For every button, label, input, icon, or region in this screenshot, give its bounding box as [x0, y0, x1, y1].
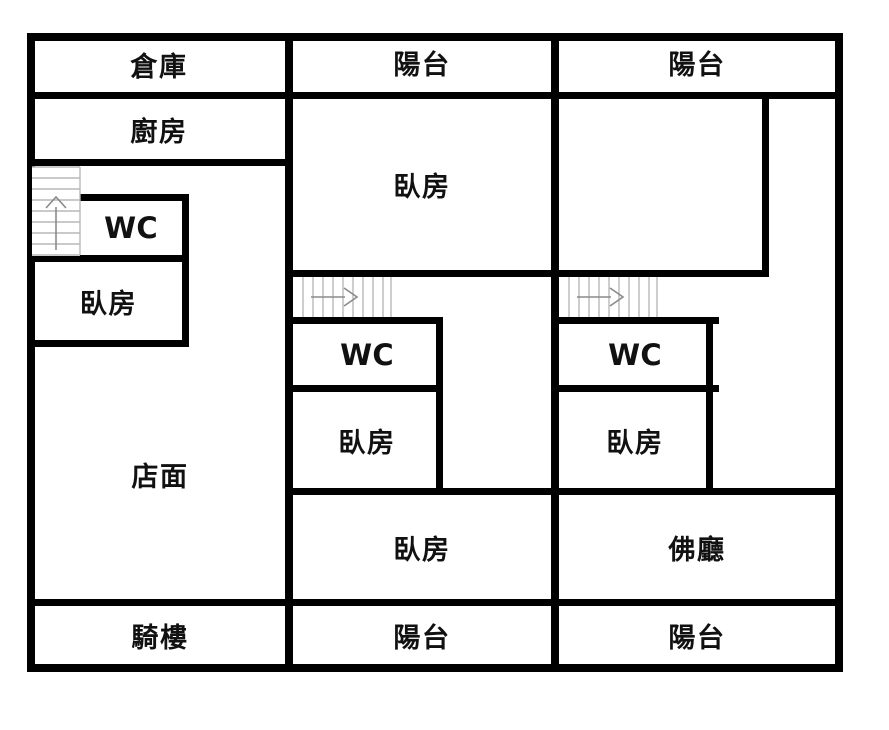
wall-mid-block-right [436, 317, 443, 492]
stair-right [559, 277, 658, 317]
wall-outer-right [835, 33, 843, 672]
wall-room-right-top-bottom [557, 270, 769, 277]
wall-balcony-room-right [557, 92, 843, 99]
stair-middle [293, 277, 392, 317]
middle-bay-walls [291, 92, 557, 606]
wall-balcony-bedroom-mid [291, 92, 557, 99]
wall-wc-bedroom-mid [291, 385, 443, 392]
wall-storefront-arcade [27, 599, 291, 606]
stair-right-right-arrow-icon [577, 287, 625, 307]
wall-wc-left-top [73, 194, 189, 201]
wall-stair-wc-mid [291, 317, 443, 324]
stair-left [32, 166, 81, 256]
wall-right-block-right [706, 317, 713, 492]
wall-bedroom-mid-bottom [291, 270, 557, 277]
wall-outer-left [27, 33, 35, 672]
wall-mid-block-bottom [291, 488, 557, 495]
wall-divider-middle-right [551, 33, 559, 672]
stair-right-treads [568, 277, 658, 317]
wall-storage-kitchen [27, 92, 291, 99]
wall-bedroom-balcony-mid [291, 599, 557, 606]
stair-middle-right-arrow-icon [311, 287, 359, 307]
wall-bedroom-left-top [27, 255, 189, 262]
stair-left-up-arrow-icon [45, 195, 67, 250]
wall-bedroom-left-bottom [27, 340, 189, 347]
outer-walls [27, 33, 843, 672]
wall-kitchen-stair [27, 159, 291, 166]
wall-stair-wc-right [557, 317, 719, 324]
wall-divider-left-middle [285, 33, 293, 672]
wall-room-right-top-right [762, 92, 769, 277]
wall-right-block-bottom [557, 488, 843, 495]
bay-dividers [285, 33, 559, 672]
wall-outer-bottom [27, 664, 843, 672]
wall-buddha-balcony-right [557, 599, 843, 606]
wall-wc-left-right [182, 194, 189, 260]
wall-outer-top [27, 33, 843, 41]
wall-bedroom-left-right [182, 255, 189, 347]
wall-wc-bedroom-right [557, 385, 719, 392]
right-bay-walls [557, 92, 843, 606]
